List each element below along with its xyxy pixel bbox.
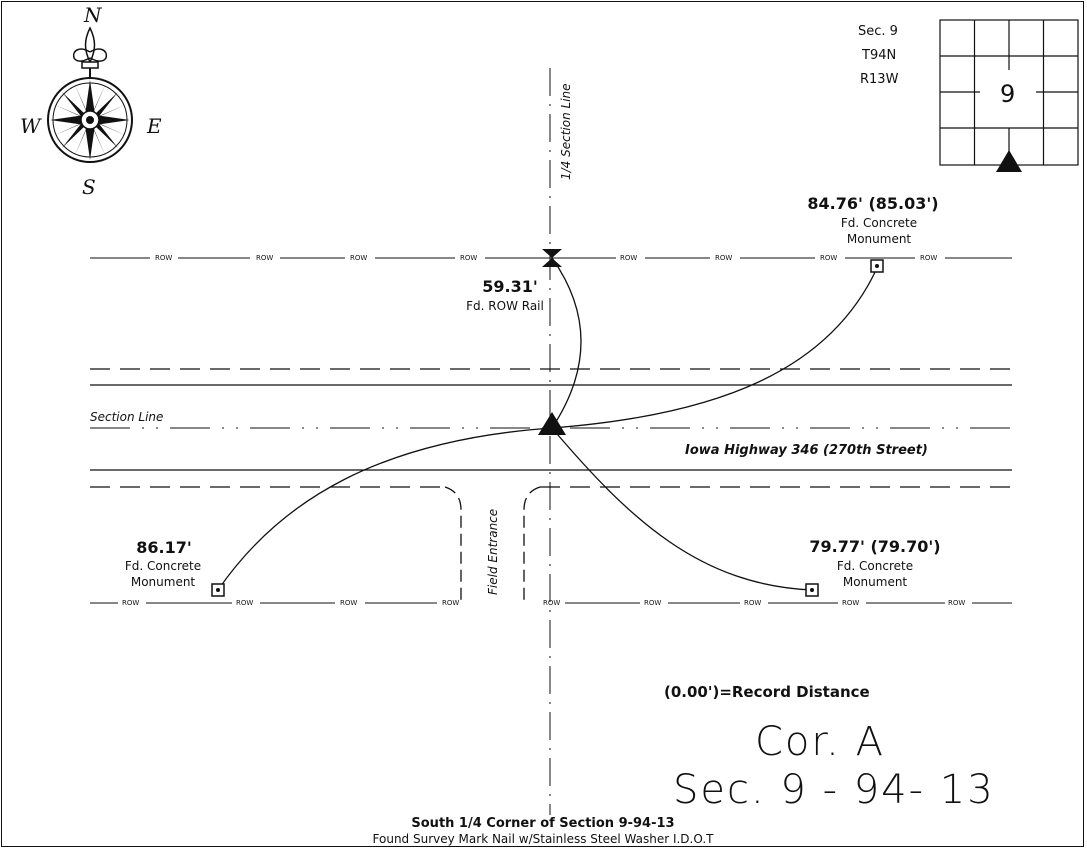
row-label: ROW (122, 599, 139, 607)
compass-rose-icon (47, 26, 133, 163)
tie-ne-desc2: Monument (847, 232, 912, 246)
record-distance-legend: (0.00')=Record Distance (664, 683, 870, 701)
monument-ne-icon (870, 259, 884, 273)
row-label: ROW (715, 254, 732, 262)
tie-rail-distance: 59.31' (482, 277, 538, 296)
grid-section-number: 9 (1000, 80, 1015, 108)
row-label: ROW (620, 254, 637, 262)
field-entrance-label: Field Entrance (486, 509, 500, 595)
monument-sw-icon (211, 583, 225, 597)
monument-se-icon (805, 583, 819, 597)
tie-se-distance: 79.77' (79.70') (809, 537, 940, 556)
row-label: ROW (948, 599, 965, 607)
highway-label: Iowa Highway 346 (270th Street) (685, 443, 928, 458)
tie-sw-desc1: Fd. Concrete (125, 559, 201, 573)
caption-title: South 1/4 Corner of Section 9-94-13 (411, 816, 674, 831)
row-label: ROW (920, 254, 937, 262)
row-labels-north: ROW ROW ROW ROW ROW ROW ROW ROW (155, 254, 937, 262)
compass-w: W (20, 114, 42, 138)
row-label: ROW (155, 254, 172, 262)
row-label: ROW (842, 599, 859, 607)
row-label: ROW (442, 599, 459, 607)
row-label: ROW (644, 599, 661, 607)
row-labels-south: ROW ROW ROW ROW ROW ROW ROW ROW ROW (122, 599, 965, 607)
tie-sw-desc2: Monument (131, 575, 196, 589)
row-label: ROW (744, 599, 761, 607)
handwritten-section: Sec. 9 - 94- 13 (673, 767, 995, 813)
row-label: ROW (256, 254, 273, 262)
section-line-label: Section Line (90, 410, 163, 424)
location-section: Sec. 9 (858, 24, 898, 39)
compass-n: N (83, 3, 103, 27)
compass-e: E (146, 114, 162, 138)
location-township: T94N (861, 48, 896, 63)
tie-rail-desc: Fd. ROW Rail (466, 299, 544, 313)
tie-ne-distance: 84.76' (85.03') (807, 194, 938, 213)
row-label: ROW (236, 599, 253, 607)
tie-lines (217, 257, 878, 591)
row-label: ROW (543, 599, 560, 607)
location-range: R13W (860, 72, 899, 87)
row-label: ROW (340, 599, 357, 607)
compass-s: S (82, 175, 96, 199)
field-entrance (444, 486, 541, 603)
grid-corner-marker-icon (996, 150, 1022, 172)
tie-se-desc1: Fd. Concrete (837, 559, 913, 573)
tie-sw-distance: 86.17' (136, 538, 192, 557)
quarter-section-line-label: 1/4 Section Line (559, 83, 573, 180)
caption-subtitle: Found Survey Mark Nail w/Stainless Steel… (373, 832, 715, 846)
tie-se-desc2: Monument (843, 575, 908, 589)
row-rail-marker-icon (542, 249, 562, 267)
handwritten-corner: Cor. A (755, 719, 885, 765)
south-quarter-corner-marker-icon (538, 412, 566, 435)
row-label: ROW (460, 254, 477, 262)
tie-ne-desc1: Fd. Concrete (841, 216, 917, 230)
row-label: ROW (350, 254, 367, 262)
row-label: ROW (820, 254, 837, 262)
section-grid (939, 19, 1079, 166)
